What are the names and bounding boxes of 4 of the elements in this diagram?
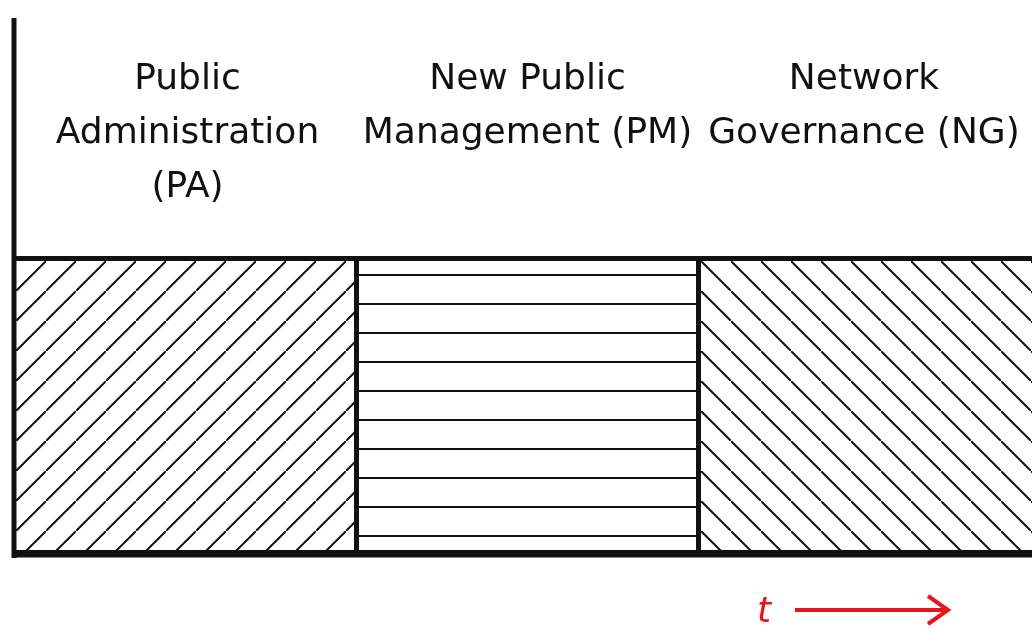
period-heading: New Public Management (PM) [361, 55, 694, 153]
period-heading: Public Administration (PA) [54, 55, 321, 207]
period-heading: Network Governance (NG) [707, 55, 1021, 153]
time-label: t [757, 588, 772, 632]
